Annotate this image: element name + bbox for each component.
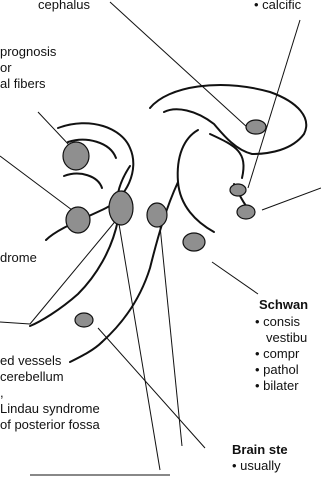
- thalamus-outline: [178, 130, 214, 232]
- brainstem-title: Brain ste: [232, 442, 288, 457]
- label-or: or: [0, 60, 12, 75]
- label-cerebellum: cerebellum: [0, 369, 64, 384]
- callout-line-fossa: [160, 226, 182, 446]
- label-syndrome: drome: [0, 250, 37, 265]
- schwannoma-bullet-1-cont: vestibu: [266, 330, 307, 345]
- label-posterior-fossa: of posterior fossa: [0, 417, 100, 432]
- lesion-brainstem: [147, 203, 167, 227]
- spinal-cord-outline: [70, 342, 102, 362]
- schwannoma-title: Schwan: [259, 297, 308, 312]
- schwannoma-bullet-3: • pathol: [255, 362, 299, 377]
- label-comma: ,: [0, 385, 4, 400]
- lesion-fourth-ventricle: [109, 191, 133, 225]
- callout-line-syndrome: [0, 322, 30, 324]
- label-top-left-fragment: cephalus: [38, 0, 90, 12]
- lesion-corpus-callosum: [246, 120, 266, 134]
- callout-line-schwannoma: [212, 262, 258, 294]
- lesion-pineal: [230, 184, 246, 196]
- label-vhl: Lindau syndrome: [0, 401, 100, 416]
- callout-line-vessels: [30, 218, 118, 324]
- lesion-cerebellar-hemisphere: [63, 142, 89, 170]
- callout-line-prognosis: [0, 156, 72, 210]
- callout-line-fibers: [38, 112, 70, 146]
- schwannoma-bullet-4: • bilater: [255, 378, 299, 393]
- callout-line-brainstem: [98, 328, 205, 448]
- lesion-pituitary: [237, 205, 255, 219]
- schwannoma-bullet-2: • compr: [255, 346, 299, 361]
- lesion-cerebellopontine-angle: [183, 233, 205, 251]
- fornix-outline: [210, 134, 244, 178]
- schwannoma-bullet-1: • consis: [255, 314, 300, 329]
- label-vessels: ed vessels: [0, 353, 61, 368]
- callout-line-right: [262, 188, 321, 210]
- lesions: [63, 120, 266, 327]
- label-calcification-bullet: • calcific: [254, 0, 301, 12]
- label-fibers: al fibers: [0, 76, 46, 91]
- brainstem-bullet-1: • usually: [232, 458, 281, 473]
- label-prognosis: prognosis: [0, 44, 56, 59]
- lesion-cerebellar-lower: [66, 207, 90, 233]
- callout-line-vhl: [116, 206, 160, 470]
- lesion-spinal-cord: [75, 313, 93, 327]
